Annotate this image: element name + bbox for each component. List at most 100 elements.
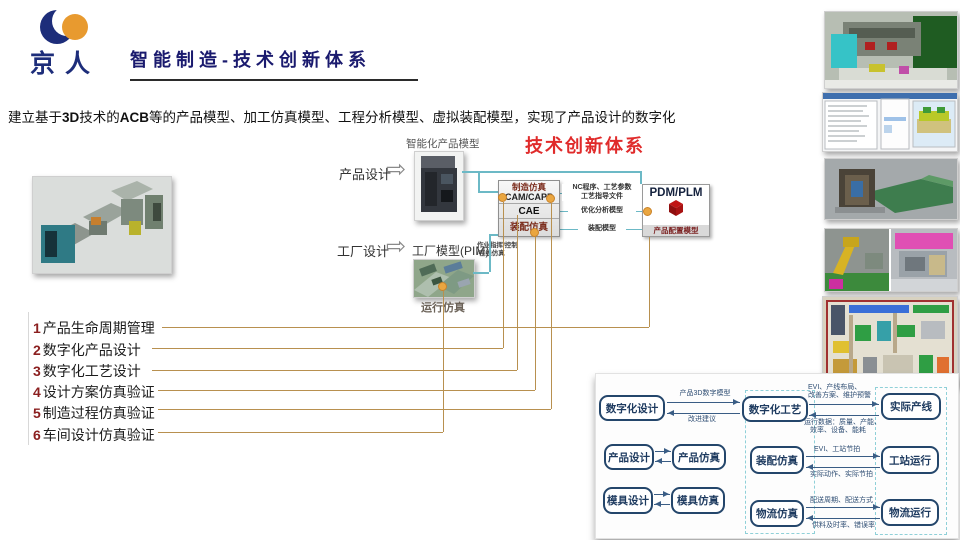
arrow-left-icon	[655, 458, 671, 464]
arrow-right-icon	[655, 448, 671, 454]
connector-line	[551, 203, 552, 409]
connector-line	[503, 202, 504, 348]
connector-line	[158, 390, 535, 391]
list-item-label: 车间设计仿真验证	[42, 427, 155, 443]
arrow-left-icon	[667, 410, 740, 416]
thumbnail-software-screenshot	[822, 92, 958, 152]
list-item-number: 4	[33, 384, 41, 400]
pdm-plm-title: PDM/PLM	[649, 187, 703, 199]
connector-dot	[498, 193, 507, 202]
list-divider	[28, 312, 29, 445]
operation-note: 作业指挥/控制 /在线仿真	[477, 242, 518, 258]
flow-box-digital-process: 数字化工艺	[742, 396, 808, 422]
connector-dot	[530, 228, 539, 237]
cae-box: CAE	[499, 204, 559, 219]
connector-line	[640, 171, 642, 184]
flow-box-logistics-run: 物流运行	[881, 499, 939, 526]
list-item-label: 数字化产品设计	[42, 342, 141, 358]
manufacturing-simulation-box: 制造仿真 CAM/CAPP	[499, 181, 559, 204]
arrow-right-icon	[809, 401, 879, 407]
arrow-label: EVI、产线布局、	[808, 384, 862, 391]
operation-note-line1: 作业指挥/控制	[477, 242, 518, 249]
flow-box-digital-design: 数字化设计	[599, 395, 665, 421]
arrow-right-icon	[667, 399, 740, 405]
simulation-stack: 制造仿真 CAM/CAPP CAE 装配仿真	[498, 180, 560, 237]
company-logo: 京人	[30, 6, 116, 80]
connector-line	[462, 171, 640, 173]
list-item-number: 5	[33, 405, 41, 421]
arrow-left-icon	[806, 515, 880, 521]
connector-line	[649, 237, 650, 327]
right-block-arrow-icon: ⇨	[386, 156, 407, 183]
connector-line	[158, 409, 551, 410]
diagram-title: 技术创新体系	[525, 136, 645, 157]
arrow-label: EVI、工站节拍	[814, 446, 861, 453]
assembly-simulation-box: 装配仿真	[509, 222, 548, 233]
nc-program-label: NC程序、工艺参数 工艺指导文件	[562, 184, 642, 201]
connector-line	[473, 272, 489, 274]
thumbnail-cad-assembly	[824, 11, 958, 89]
list-item-number: 6	[33, 427, 41, 443]
smart-product-model-label: 智能化产品模型	[406, 138, 480, 150]
list-item-number: 3	[33, 363, 41, 379]
product-model-image	[414, 151, 464, 221]
list-item-label: 设计方案仿真验证	[42, 384, 155, 400]
arrow-left-icon	[809, 412, 879, 418]
intro-text: 建立基于3D技术的ACB等的产品模型、加工仿真模型、工程分析模型、虚拟装配模型，…	[8, 106, 676, 126]
list-item-number: 1	[33, 320, 41, 336]
arrow-right-icon	[806, 504, 880, 510]
connector-line	[517, 215, 518, 370]
thumbnail-factory-layout	[822, 296, 958, 387]
nc-program-line2: 工艺指导文件	[581, 192, 623, 200]
intro-bold-3d: 3D	[62, 110, 80, 125]
arrow-label: 配送周期、配送方式	[810, 497, 873, 504]
arrow-right-icon	[806, 453, 880, 459]
arrow-right-icon	[654, 491, 670, 497]
arrow-label: 效率、设备、能耗	[810, 427, 866, 434]
connector-line	[158, 432, 443, 433]
connector-line	[443, 291, 444, 432]
factory-model-label: 工厂模型(PIM)	[412, 244, 490, 258]
intro-rest: 等的产品模型、加工仿真模型、工程分析模型、虚拟装配模型，实现了产品设计的数字化	[149, 110, 676, 125]
product-config-model-label: 产品配置模型	[643, 225, 709, 236]
flow-box-assembly-sim: 装配仿真	[750, 446, 804, 474]
intro-pre: 建立基于	[8, 110, 62, 125]
intro-mid: 技术的	[79, 110, 120, 125]
connector-line	[489, 234, 498, 236]
factory-design-label: 工厂设计	[337, 244, 390, 259]
cad-exploded-view-image	[32, 176, 172, 274]
arrow-label: 改进建议	[688, 416, 716, 423]
flow-box-station-run: 工站运行	[881, 446, 939, 474]
thumbnail-robot-cell	[824, 228, 958, 292]
list-item-label: 数字化工艺设计	[42, 363, 141, 379]
connector-dot	[438, 282, 447, 291]
flow-box-mold-design: 模具设计	[603, 487, 653, 514]
factory-model-image	[413, 259, 475, 298]
product-design-label: 产品设计	[339, 167, 392, 182]
actual-group-border	[875, 387, 947, 535]
flow-box-product-sim: 产品仿真	[672, 444, 726, 470]
process-group-border	[745, 390, 815, 534]
logo-sun-icon	[62, 14, 88, 40]
arrow-left-icon	[806, 464, 880, 470]
assembly-model-label: 装配模型	[578, 225, 626, 234]
cam-capp-label: CAM/CAPP	[504, 192, 553, 202]
list-item-label: 制造过程仿真验证	[42, 405, 155, 421]
manufacturing-simulation-label: 制造仿真	[511, 182, 546, 192]
red-cube-icon	[669, 200, 683, 216]
arrow-label: 改善方案、维护预警	[808, 392, 871, 399]
optimization-model-label: 优化分析模型	[568, 207, 636, 216]
arrow-label: 运行数据：质量、产能、	[804, 419, 881, 426]
connector-line	[478, 171, 480, 191]
connector-dot	[546, 194, 555, 203]
flow-box-logistics-sim: 物流仿真	[750, 500, 804, 527]
connector-line	[478, 191, 498, 193]
flow-box-product-design: 产品设计	[604, 444, 654, 470]
list-item-label: 产品生命周期管理	[42, 320, 155, 336]
nc-program-line1: NC程序、工艺参数	[572, 184, 632, 191]
